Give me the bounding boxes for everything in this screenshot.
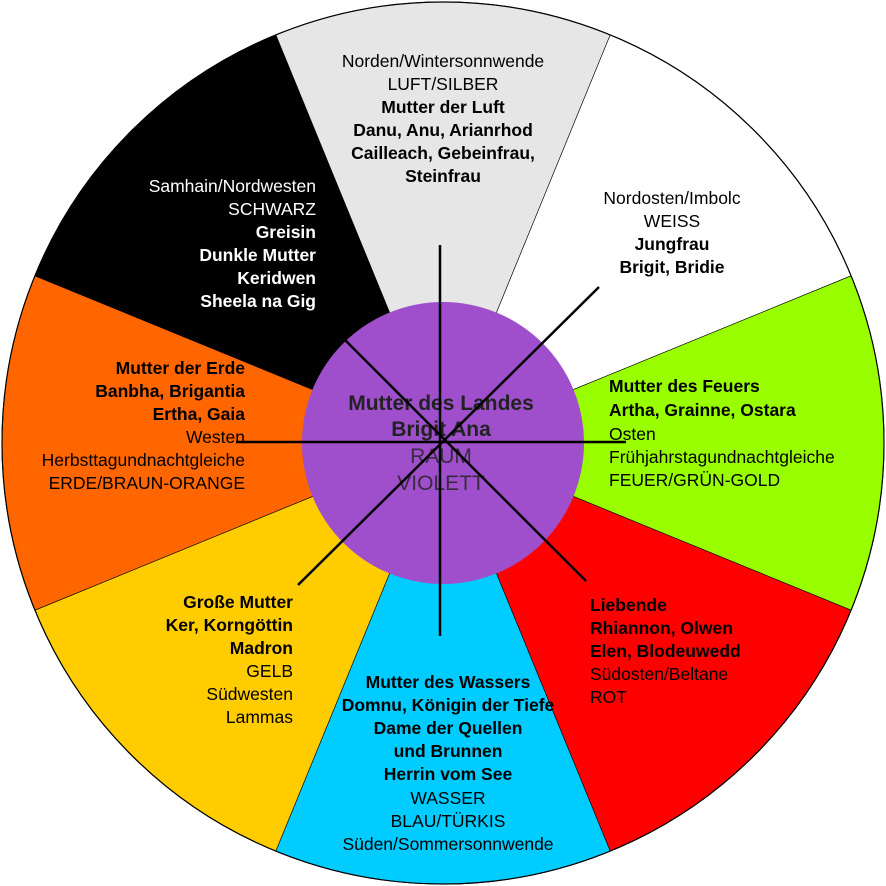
southeast-line-1: Liebende [590,595,667,615]
northeast-line-4: Brigit, Bridie [619,257,724,277]
direction-lines [236,245,626,636]
south-line-7: BLAU/TÜRKIS [391,811,506,831]
southwest-line-6: Lammas [226,707,293,727]
northwest-text: Samhain/Nordwesten SCHWARZ Greisin Dunkl… [149,176,317,311]
east-line-5: FEUER/GRÜN-GOLD [609,470,780,490]
west-line-4: Westen [186,427,245,447]
northeast-line-3: Jungfrau [635,234,710,254]
southeast-text: Liebende Rhiannon, Olwen Elen, Blodeuwed… [590,595,741,707]
southeast-line-4: Südosten/Beltane [590,664,728,684]
northwest-line-1: Samhain/Nordwesten [149,176,316,196]
west-text: Mutter der Erde Banbha, Brigantia Ertha,… [42,358,246,493]
east-line-1: Mutter des Feuers [609,376,760,396]
north-text: Norden/Wintersonnwende LUFT/SILBER Mutte… [342,51,544,186]
northwest-line-6: Sheela na Gig [200,291,316,311]
north-line-5: Cailleach, Gebeinfrau, [351,143,535,163]
northeast-line-2: WEISS [644,211,700,231]
south-line-3: Dame der Quellen [374,718,523,738]
east-text: Mutter des Feuers Artha, Grainne, Ostara… [609,376,835,490]
northwest-line-4: Dunkle Mutter [199,245,316,265]
northwest-line-2: SCHWARZ [228,199,316,219]
south-line-2: Domnu, Königin der Tiefe [342,695,555,715]
diagonal-line-sw-ne [297,286,600,586]
southwest-line-3: Madron [230,638,293,658]
southeast-line-2: Rhiannon, Olwen [590,618,733,638]
south-line-6: WASSER [410,788,485,808]
south-line-4: und Brunnen [394,741,503,761]
east-line-3: Osten [609,424,656,444]
west-line-5: Herbsttagundnachtgleiche [42,450,245,470]
northwest-line-5: Keridwen [237,268,316,288]
east-line-2: Artha, Grainne, Ostara [609,400,796,420]
west-line-2: Banbha, Brigantia [95,381,245,401]
southeast-line-3: Elen, Blodeuwedd [590,641,741,661]
southwest-line-4: GELB [246,661,293,681]
northeast-line-1: Nordosten/Imbolc [603,188,740,208]
southwest-line-1: Große Mutter [183,592,293,612]
north-line-4: Danu, Anu, Arianrhod [353,120,533,140]
north-line-3: Mutter der Luft [381,97,505,117]
south-line-1: Mutter des Wassers [366,672,531,692]
southeast-line-5: ROT [590,687,627,707]
southwest-line-2: Ker, Korngöttin [166,615,293,635]
diagonal-line-nw-se [340,335,587,582]
north-line-6: Steinfrau [405,166,481,186]
west-line-1: Mutter der Erde [116,358,246,378]
south-text: Mutter des Wassers Domnu, Königin der Ti… [342,672,555,854]
southwest-text: Große Mutter Ker, Korngöttin Madron GELB… [166,592,294,727]
east-line-4: Frühjahrstagundnachtgleiche [609,447,835,467]
west-line-3: Ertha, Gaia [153,404,246,424]
south-line-5: Herrin vom See [384,764,513,784]
north-line-1: Norden/Wintersonnwende [342,51,544,71]
north-line-2: LUFT/SILBER [388,74,499,94]
northeast-text: Nordosten/Imbolc WEISS Jungfrau Brigit, … [603,188,740,277]
south-line-8: Süden/Sommersonnwende [342,834,553,854]
southwest-line-5: Südwesten [206,684,293,704]
west-line-6: ERDE/BRAUN-ORANGE [49,473,245,493]
northwest-line-3: Greisin [256,222,316,242]
